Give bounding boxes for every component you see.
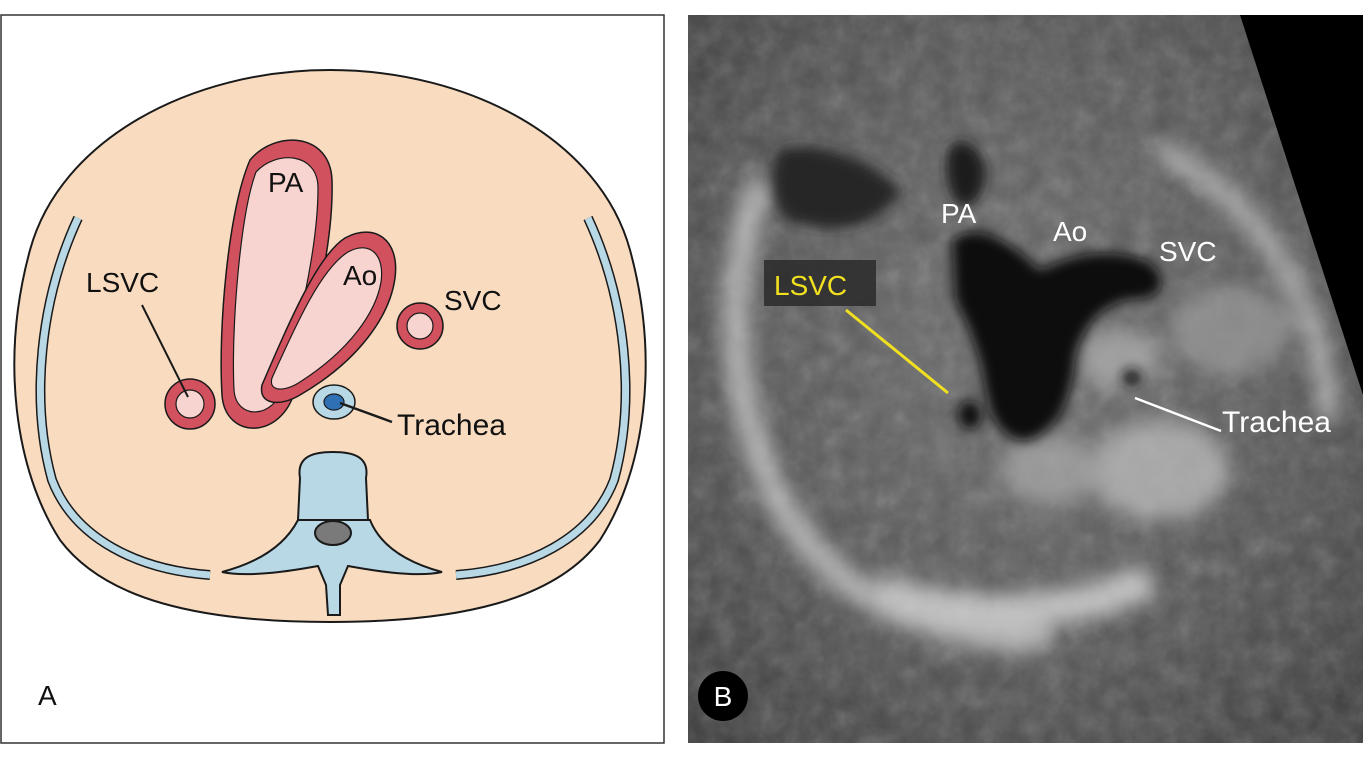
lsvc-leader-line bbox=[141, 304, 189, 398]
trachea-leader-line bbox=[339, 401, 393, 424]
pa-vessel bbox=[220, 139, 333, 429]
lsvc-label-a: LSVC bbox=[86, 267, 159, 298]
lsvc-pointer-b bbox=[845, 308, 949, 395]
panel-a: PA Ao LSVC SVC Trachea A bbox=[0, 14, 665, 744]
vertebra bbox=[221, 450, 443, 616]
lsvc-label-box bbox=[764, 260, 876, 306]
panel-b-letter-badge bbox=[698, 671, 748, 721]
ao-label-a: Ao bbox=[343, 260, 377, 291]
trachea-shape bbox=[312, 384, 356, 420]
ultrasound-echoes bbox=[723, 141, 1340, 653]
panel-a-letter: A bbox=[38, 680, 57, 711]
svc-label-b: SVC bbox=[1159, 236, 1217, 267]
pa-label-a: PA bbox=[268, 167, 304, 198]
lsvc-label-b: LSVC bbox=[774, 270, 847, 301]
ao-vessel bbox=[260, 231, 397, 404]
sector-mask bbox=[1240, 15, 1363, 395]
panel-b-letter: B bbox=[714, 681, 733, 712]
svc-vessel bbox=[396, 302, 444, 350]
ultrasound-dark-regions bbox=[772, 141, 1162, 441]
spinal-canal bbox=[314, 520, 352, 546]
trachea-pointer-b bbox=[1134, 396, 1222, 433]
pa-label-b: PA bbox=[941, 198, 977, 229]
trachea-label-b: Trachea bbox=[1222, 406, 1331, 439]
panel-b: PA Ao SVC LSVC Trachea B bbox=[688, 15, 1363, 743]
svc-label-a: SVC bbox=[444, 285, 502, 316]
trachea-label-a: Trachea bbox=[397, 409, 506, 442]
ao-label-b: Ao bbox=[1053, 216, 1087, 247]
lsvc-vessel bbox=[164, 378, 216, 430]
